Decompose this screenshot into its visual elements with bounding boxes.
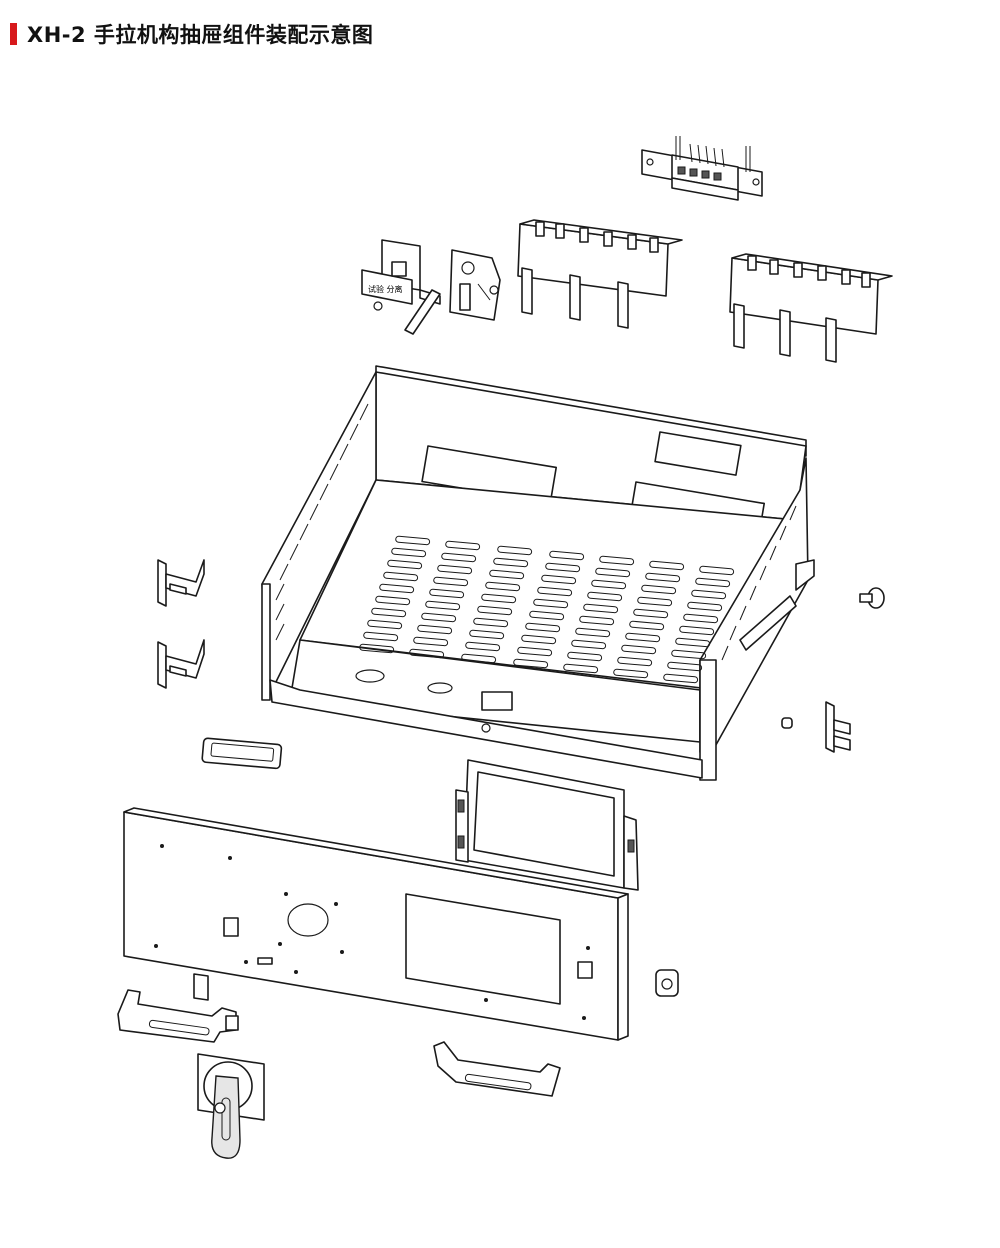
floor-slots	[358, 535, 735, 684]
lower-contact-block	[729, 253, 893, 363]
drawer-frame	[261, 365, 815, 781]
label-holder	[201, 737, 283, 770]
latch-clip	[193, 973, 209, 1001]
title-accent-bar	[10, 23, 17, 45]
right-stop-knob	[859, 587, 885, 609]
right-wall-perforations	[721, 505, 797, 661]
window-frame	[455, 759, 639, 891]
left-bracket-upper	[157, 559, 205, 607]
upper-contact-block	[517, 219, 683, 329]
secondary-terminal-block	[641, 136, 763, 201]
page-title: XH-2 手拉机构抽屉组件装配示意图	[27, 23, 374, 47]
lock-knob	[655, 969, 679, 997]
right-bracket	[825, 701, 851, 753]
left-bracket-lower	[157, 639, 205, 689]
front-panel	[123, 807, 629, 1041]
operating-mechanism-assembly: 试验 分离	[361, 239, 501, 335]
page-header: XH-2 手拉机构抽屉组件装配示意图	[10, 22, 374, 47]
left-handle	[117, 989, 239, 1043]
left-wall-perforations	[275, 403, 369, 641]
rotary-handle-switch	[197, 1053, 265, 1159]
right-handle	[433, 1041, 561, 1097]
svg-text:试验 分离: 试验 分离	[368, 284, 403, 294]
right-small-pin	[781, 717, 793, 729]
